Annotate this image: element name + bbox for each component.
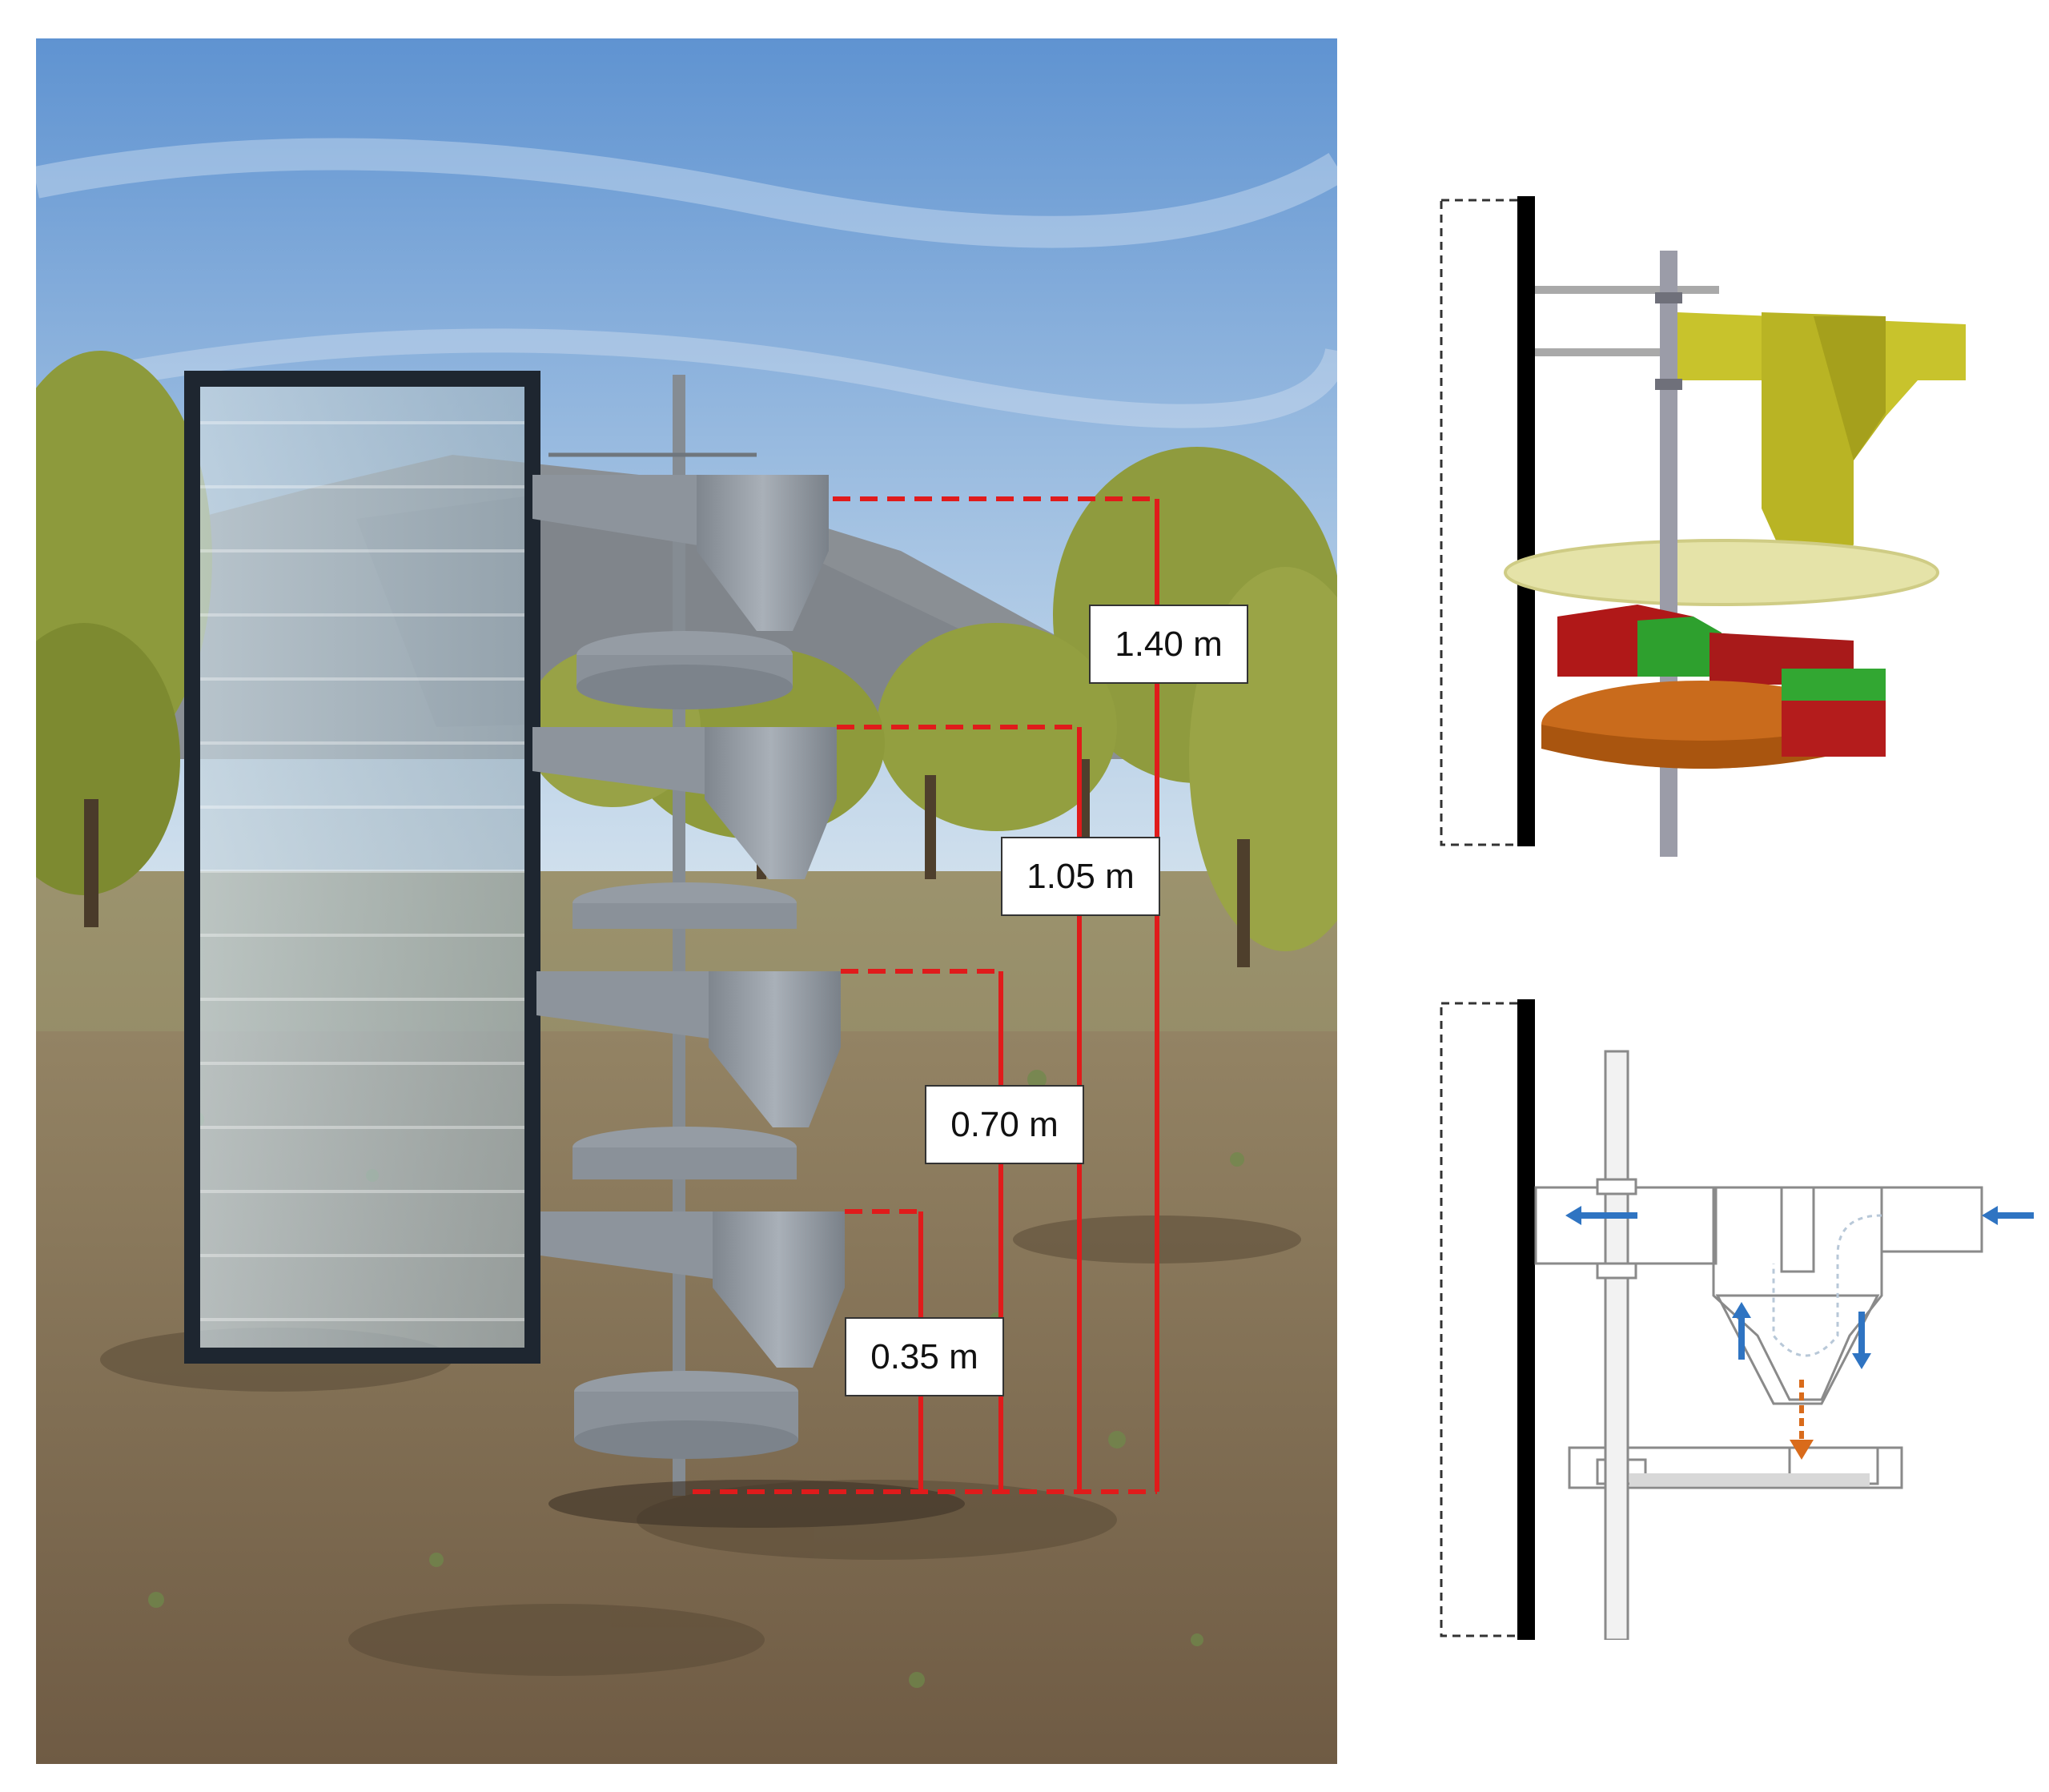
exploded-3d-model-icon bbox=[1440, 196, 2006, 857]
wall-bar bbox=[1517, 999, 1535, 1640]
airflow-arrows bbox=[1565, 1206, 2034, 1369]
height-label-1-40: 1.40 m bbox=[1089, 605, 1248, 684]
height-label-0-70: 0.70 m bbox=[925, 1085, 1084, 1164]
height-label-0-35: 0.35 m bbox=[845, 1317, 1004, 1396]
wind-screen-panel bbox=[184, 371, 540, 1364]
height-label-1-05: 1.05 m bbox=[1001, 837, 1160, 916]
wall-bar bbox=[1517, 196, 1535, 846]
collector-3 bbox=[532, 727, 837, 929]
cross-section-airflow-icon bbox=[1440, 999, 2034, 1640]
collector-4 bbox=[532, 475, 829, 709]
collector-1 bbox=[540, 1211, 845, 1459]
particle-arrow bbox=[1790, 1380, 1814, 1460]
collector-2 bbox=[536, 971, 841, 1179]
sampler-photo bbox=[36, 38, 1337, 1764]
